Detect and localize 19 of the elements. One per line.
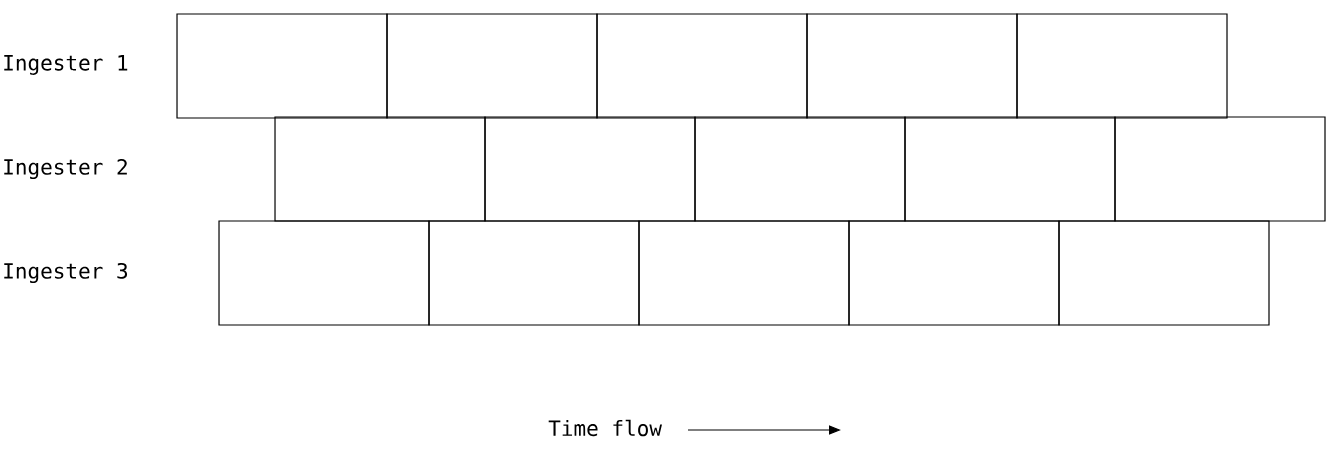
time-slot-box [386,13,598,119]
time-slot-box [1058,220,1270,326]
time-slot-box [806,13,1018,119]
time-slot-box [1016,13,1228,119]
time-slot-box [176,13,388,119]
time-slot-box [596,13,808,119]
time-slot-box [848,220,1060,326]
time-slot-box [694,116,906,222]
time-slot-box [1114,116,1326,222]
time-slot-box [274,116,486,222]
time-slot-box [428,220,640,326]
time-slot-box [484,116,696,222]
time-slot-box [904,116,1116,222]
row-label: Ingester 3 [4,262,128,284]
time-slot-box [218,220,430,326]
row-label: Ingester 1 [4,55,128,75]
axis-label: Time flow [548,419,662,437]
time-slot-box [638,220,850,326]
row-label: Ingester 2 [4,158,127,180]
